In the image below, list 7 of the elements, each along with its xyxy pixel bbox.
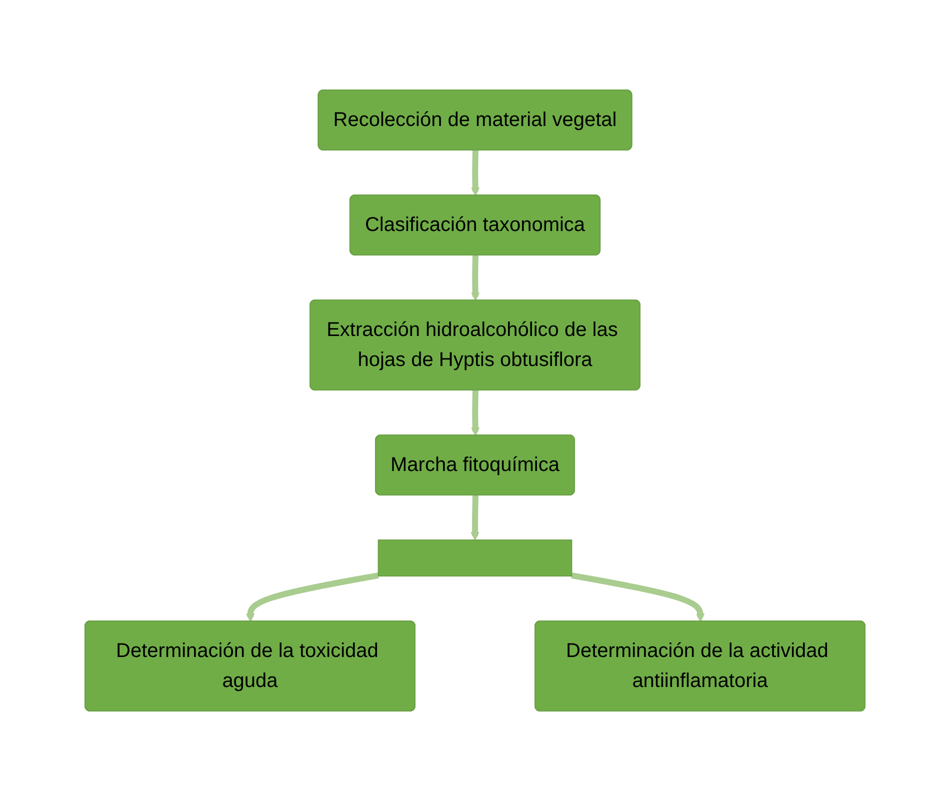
arrow bbox=[571, 572, 705, 622]
arrow bbox=[246, 572, 379, 622]
arrow bbox=[470, 494, 480, 540]
arrow bbox=[470, 390, 480, 436]
arrow bbox=[470, 150, 480, 196]
node-bar bbox=[378, 539, 572, 576]
arrow bbox=[470, 254, 480, 300]
